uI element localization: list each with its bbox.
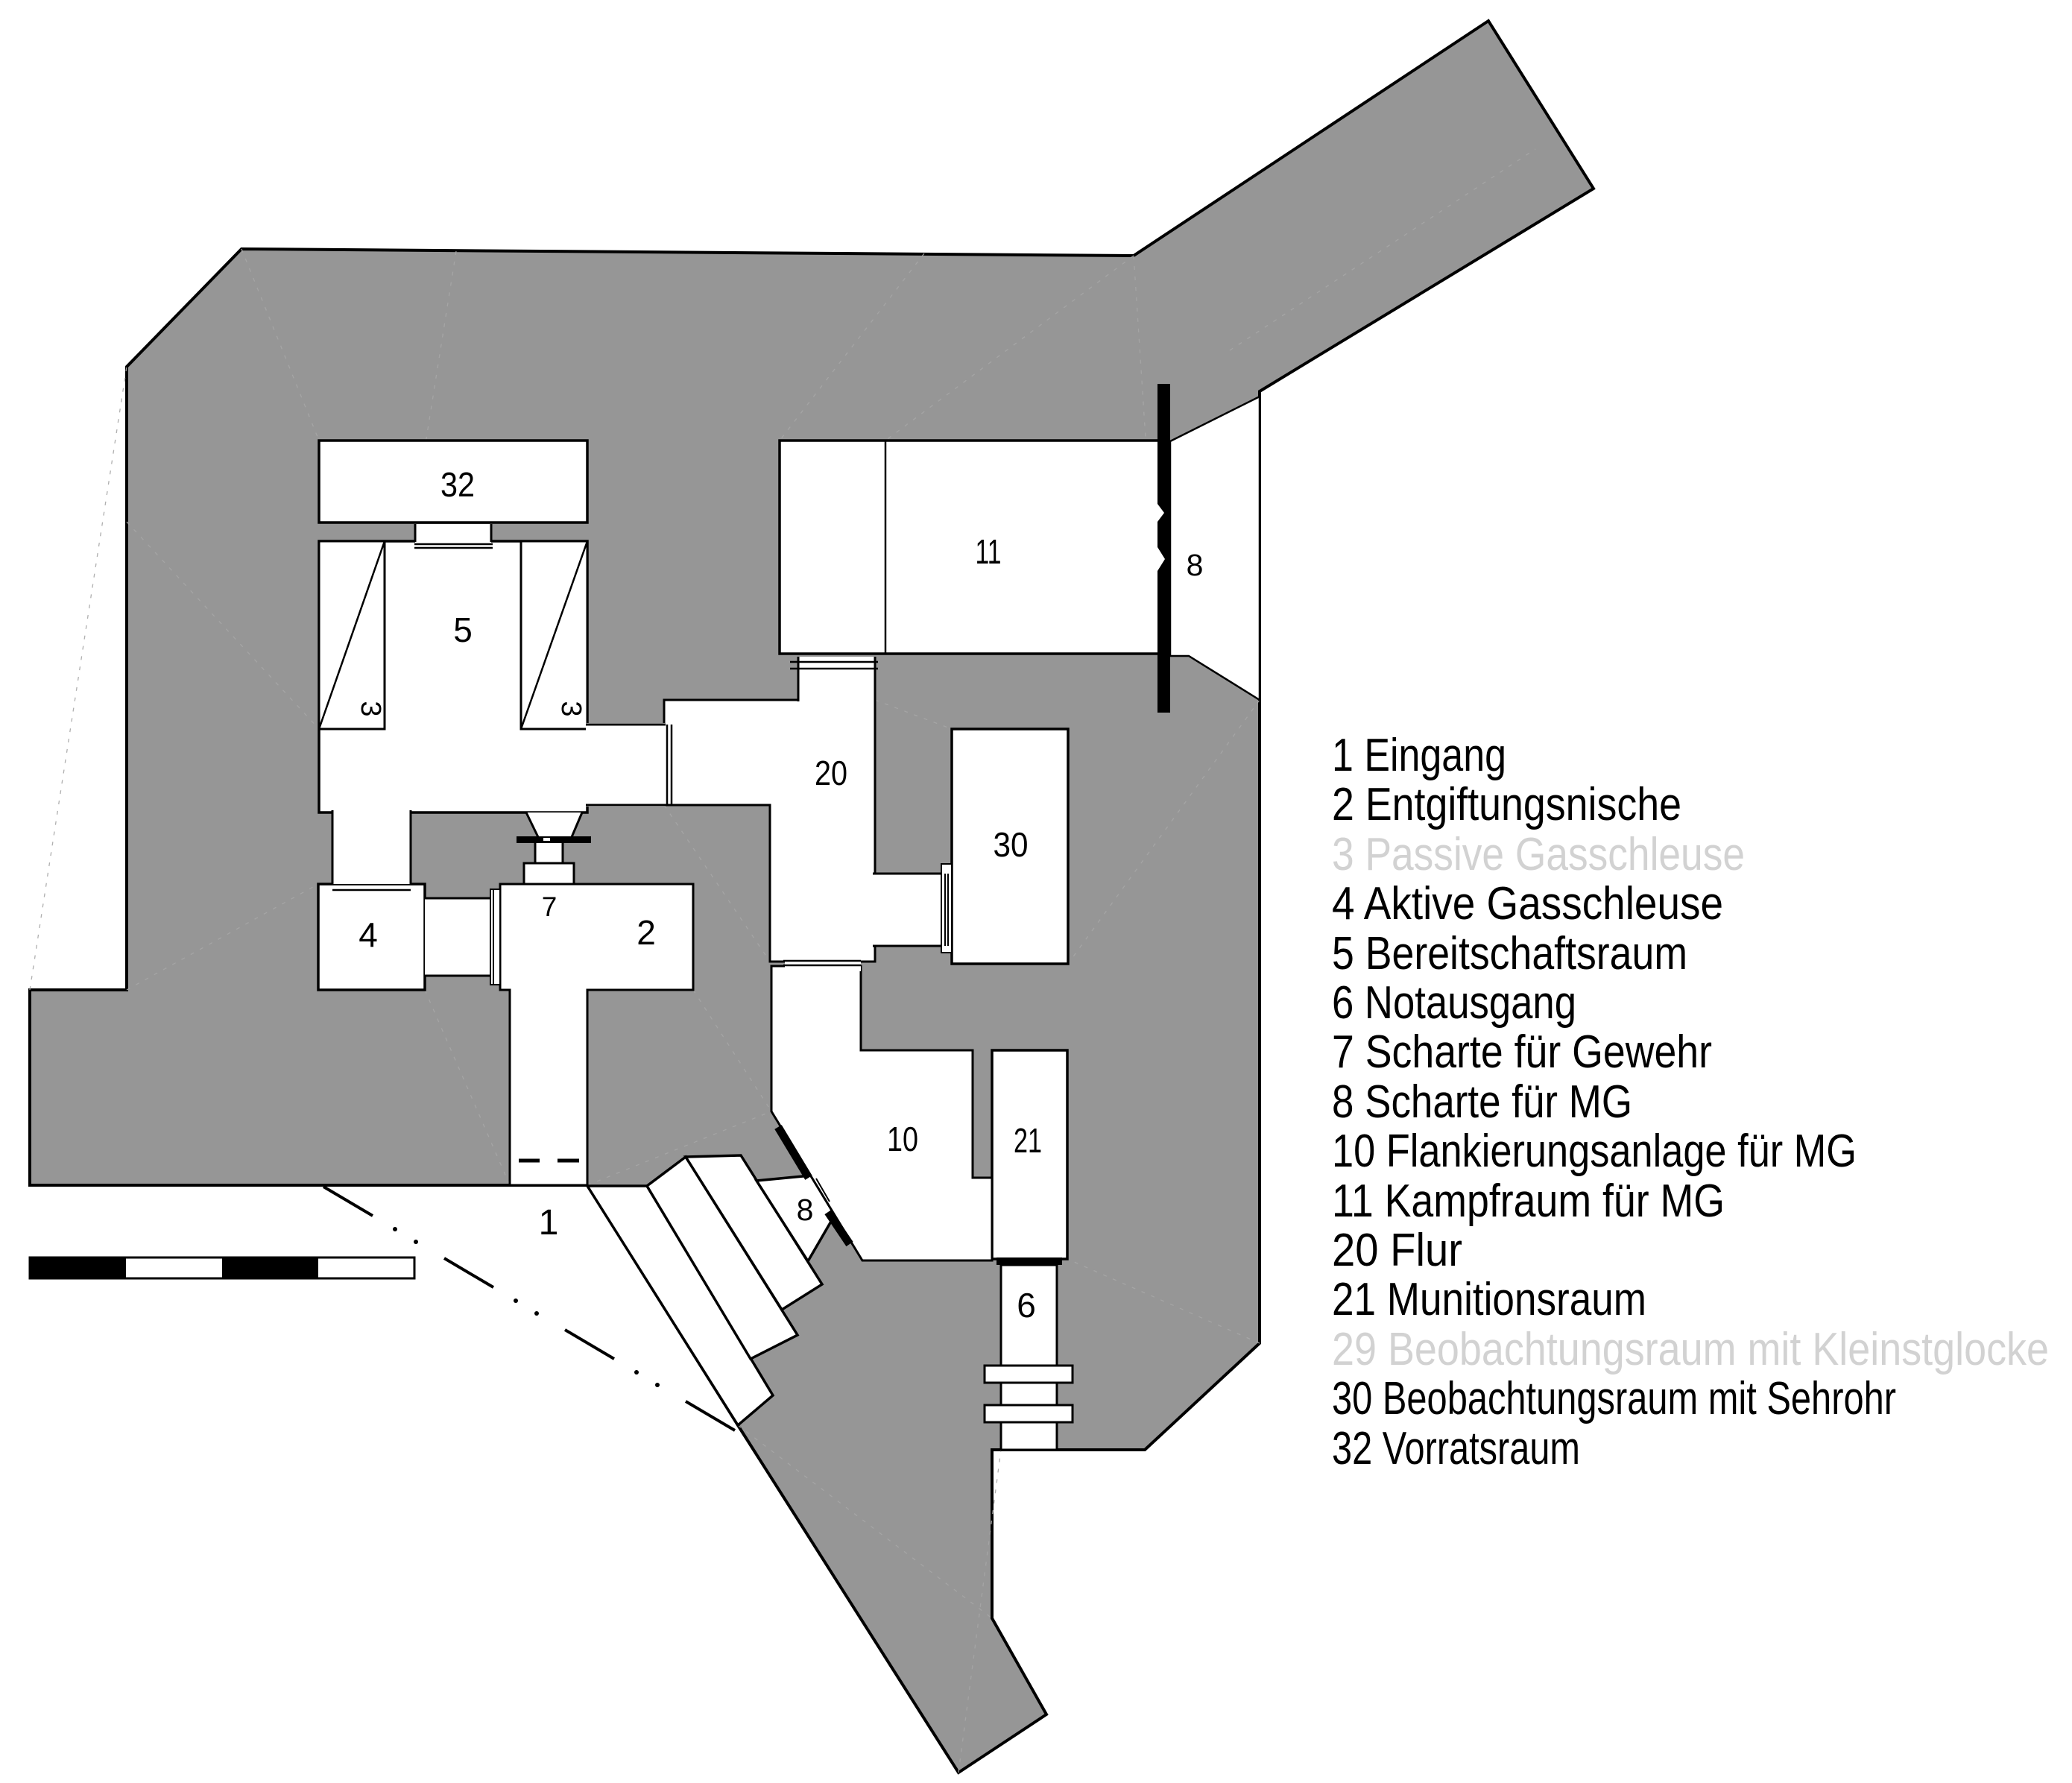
svg-text:5: 5	[453, 610, 473, 649]
svg-text:6: 6	[1017, 1286, 1036, 1325]
svg-text:21 Munitionsraum: 21 Munitionsraum	[1332, 1274, 1646, 1325]
svg-text:1: 1	[539, 1203, 559, 1243]
svg-text:1 Eingang: 1 Eingang	[1332, 730, 1506, 781]
svg-text:32 Vorratsraum: 32 Vorratsraum	[1332, 1423, 1580, 1474]
svg-text:7: 7	[542, 892, 558, 922]
svg-text:11: 11	[976, 532, 1002, 571]
svg-text:20: 20	[815, 754, 847, 792]
svg-text:10 Flankierungsanlage für MG: 10 Flankierungsanlage für MG	[1332, 1126, 1857, 1177]
svg-text:2: 2	[637, 913, 656, 952]
svg-text:7 Scharte für Gewehr: 7 Scharte für Gewehr	[1332, 1026, 1712, 1078]
svg-text:8: 8	[1187, 548, 1204, 582]
svg-text:6 Notausgang: 6 Notausgang	[1332, 977, 1576, 1029]
svg-text:30 Beobachtungsraum mit Sehroh: 30 Beobachtungsraum mit Sehrohr	[1332, 1373, 1896, 1424]
svg-text:3 Passive Gasschleuse: 3 Passive Gasschleuse	[1332, 829, 1745, 880]
svg-text:30: 30	[994, 825, 1029, 864]
svg-text:3: 3	[355, 701, 386, 716]
svg-text:5 Bereitschaftsraum: 5 Bereitschaftsraum	[1332, 928, 1687, 979]
svg-text:32: 32	[440, 465, 475, 504]
svg-text:8 Scharte für MG: 8 Scharte für MG	[1332, 1076, 1632, 1128]
svg-text:11 Kampfraum für MG: 11 Kampfraum für MG	[1332, 1175, 1725, 1227]
svg-text:29 Beobachtungsraum mit Kleins: 29 Beobachtungsraum mit Kleinstglocke	[1332, 1324, 2049, 1375]
svg-text:8: 8	[797, 1193, 814, 1227]
svg-text:20 Flur: 20 Flur	[1332, 1225, 1462, 1276]
svg-text:10: 10	[887, 1120, 918, 1158]
svg-text:4 Aktive Gasschleuse: 4 Aktive Gasschleuse	[1332, 878, 1723, 930]
svg-text:21: 21	[1014, 1121, 1042, 1160]
svg-text:4: 4	[359, 915, 378, 954]
svg-text:3: 3	[555, 701, 587, 716]
svg-text:2 Entgiftungsnische: 2 Entgiftungsnische	[1332, 779, 1681, 830]
